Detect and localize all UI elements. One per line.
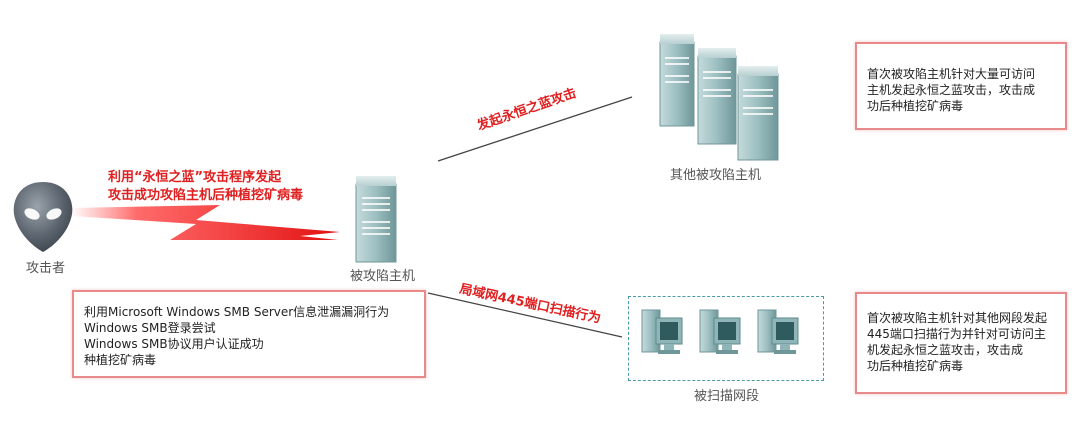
scanned-segment-boundary: [628, 296, 824, 381]
note-line: 首次被攻陷主机针对其他网段发起: [867, 311, 1048, 325]
note-line: 机发起永恒之蓝攻击，攻击成: [867, 343, 1024, 357]
note-line: Windows SMB登录尝试: [84, 321, 216, 335]
note-bottom-left: 利用Microsoft Windows SMB Server信息泄漏漏洞行为 W…: [72, 290, 426, 378]
note-line: 种植挖矿病毒: [84, 353, 157, 367]
edge-lower-line: [427, 292, 623, 338]
note-line: 445端口扫描行为并针对可访问主: [867, 327, 1046, 341]
note-bottom-right: 首次被攻陷主机针对其他网段发起 445端口扫描行为并针对可访问主 机发起永恒之蓝…: [855, 292, 1067, 394]
note-line: 主机发起永恒之蓝攻击，攻击成: [867, 83, 1036, 97]
note-line: 功后种植挖矿病毒: [867, 99, 964, 113]
note-line: 首次被攻陷主机针对大量可访问: [867, 67, 1036, 81]
note-line: Windows SMB协议用户认证成功: [84, 337, 264, 351]
victim-server-icon: [355, 176, 397, 263]
attacker-label: 攻击者: [26, 261, 66, 276]
attack-caption-line1: 利用“永恒之蓝”攻击程序发起: [108, 170, 282, 185]
scanned-pcs-icon: [641, 309, 799, 354]
note-line: 功后种植挖矿病毒: [867, 359, 964, 373]
attack-caption-line2: 攻击成功攻陷主机后种植挖矿病毒: [108, 188, 304, 203]
alien-attacker-icon: [13, 182, 73, 252]
other-hosts-servers-icon: [659, 34, 779, 161]
note-top-right: 首次被攻陷主机针对大量可访问 主机发起永恒之蓝攻击，攻击成 功后种植挖矿病毒: [855, 42, 1067, 130]
edge-upper-line: [437, 96, 633, 162]
other-hosts-label: 其他被攻陷主机: [670, 168, 762, 183]
note-line: 利用Microsoft Windows SMB Server信息泄漏漏洞行为: [84, 305, 390, 319]
victim-label: 被攻陷主机: [350, 269, 416, 284]
scanned-segment-label: 被扫描网段: [694, 389, 760, 404]
attack-lightning-bolt: [70, 205, 340, 240]
